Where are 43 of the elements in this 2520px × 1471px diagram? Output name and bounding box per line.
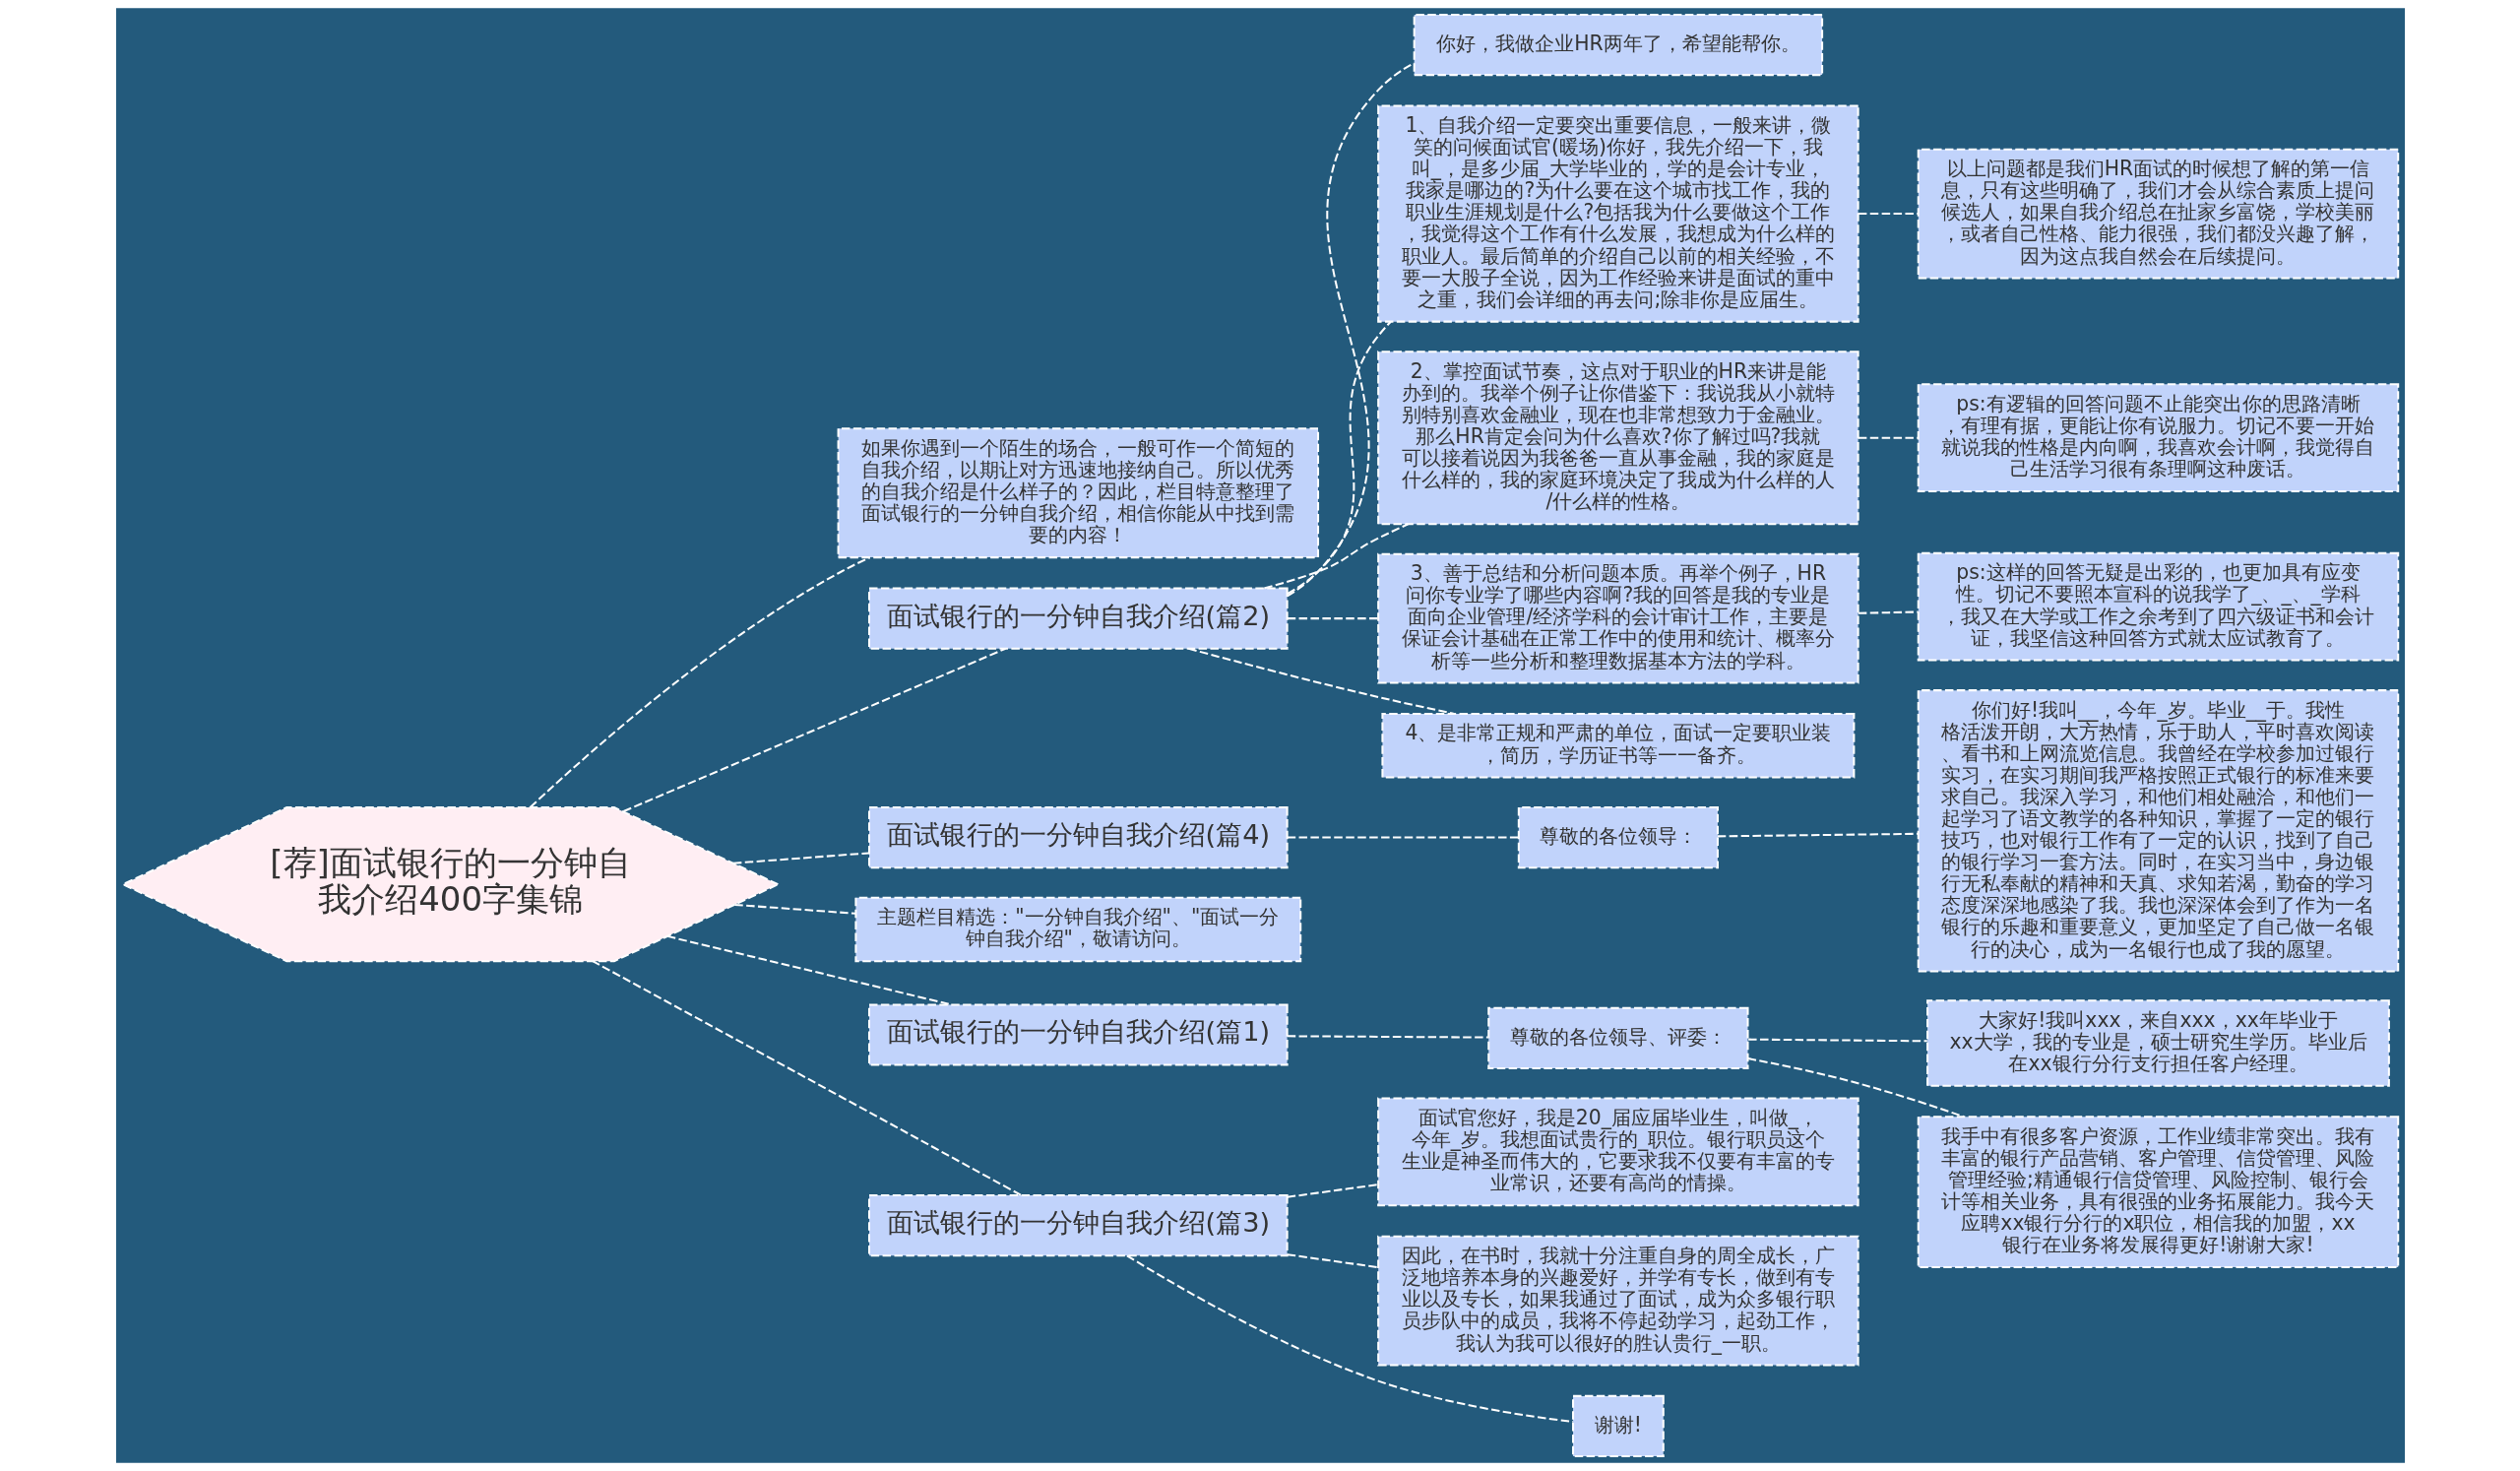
- node-box: 3、善于总结和分析问题本质。再举个例子，HR问你专业学了哪些内容啊?我的回答是我的专业是面向企业管理/经济学科的会计审计工作，主要是保证会计基础在正常工作中的使用和统计、概率分析等一些分析和整理数据基本方法的学科。: [1376, 552, 1859, 684]
- connector: [1287, 836, 1518, 839]
- node-box: 谢谢!: [1571, 1394, 1665, 1458]
- node-box: 面试银行的一分钟自我介绍(篇2): [867, 587, 1289, 650]
- connector: [622, 647, 1006, 812]
- connector: [733, 903, 855, 915]
- connector: [1717, 832, 1918, 838]
- node-box: 尊敬的各位领导、评委：: [1486, 1006, 1749, 1069]
- connector: [1125, 1254, 1573, 1423]
- node-box: 面试银行的一分钟自我介绍(篇3): [867, 1194, 1289, 1257]
- connector: [1286, 62, 1415, 598]
- node-box: 2、掌控面试节奏，这点对于职业的HR来讲是能办到的。我举个例子让你借鉴下：我说我从小就特别特别喜欢金融业，现在也非常想致力于金融业。那么HR肯定会问为什么喜欢?你了解过吗?我就可以接着说因为我爸爸一直从事金融，我的家庭是什么样的，我的家庭环境决定了我成为什么样的人/什么样的性格。: [1376, 351, 1859, 526]
- connector: [529, 556, 870, 808]
- node-box: 主题栏目精选："一分钟自我介绍"、"面试一分钟自我介绍"，敬请访问。: [853, 896, 1301, 963]
- node-box: 尊敬的各位领导：: [1517, 806, 1719, 869]
- connector: [591, 960, 1021, 1196]
- node-box: 你好，我做企业HR两年了，希望能帮你。: [1413, 13, 1823, 77]
- connector: [1287, 617, 1378, 620]
- node-box: 以上问题都是我们HR面试的时候想了解的第一信息，只有这些明确了，我们才会从综合素质上提问候选人，如果自我介绍总在扯家乡富饶，学校美丽，或者自己性格、能力很强，我们都没兴趣了解，因为这点我自然会在后续提问。: [1917, 148, 2399, 280]
- node-box: ps:这样的回答无疑是出彩的，也更加具有应变性。切记不要照本宣科的说我学了_、_、_学科，我又在大学或工作之余考到了四六级证书和会计证，我坚信这种回答方式就太应试教育了。: [1917, 551, 2399, 662]
- node-box: 大家好!我叫xxx，来自xxx，xx年毕业于xx大学，我的专业是，硕士研究生学历。毕业后在xx银行分行支行担任客户经理。: [1925, 999, 2390, 1087]
- connector: [1287, 320, 1392, 595]
- node-box: 面试官您好，我是20_届应届毕业生，叫做_，今年_岁。我想面试贵行的_职位。银行职员这个生业是神圣而伟大的，它要求我不仅要有丰富的专业常识，还要有高尚的情操。: [1376, 1097, 1859, 1207]
- connector: [1747, 1057, 1964, 1119]
- connector: [1287, 1035, 1488, 1039]
- connector: [1747, 1038, 1927, 1043]
- connector: [1287, 1183, 1378, 1198]
- node-box: ps:有逻辑的回答问题不止能突出你的思路清晰，有理有据，更能让你有说服力。切记不要一开始就说我的性格是内向啊，我喜欢会计啊，我觉得自己生活学习很有条理啊这种废话。: [1917, 383, 2399, 493]
- connector: [1287, 1253, 1378, 1269]
- connector: [1263, 523, 1409, 590]
- connector: [666, 934, 952, 1006]
- node-box: 4、是非常正规和严肃的单位，面试一定要职业装，简历，学历证书等一一备齐。: [1380, 712, 1855, 779]
- connector: [1858, 213, 1919, 216]
- connector: [1858, 436, 1919, 439]
- connector: [732, 852, 869, 864]
- node-box: 面试银行的一分钟自我介绍(篇1): [867, 1003, 1289, 1066]
- node-box: 1、自我介绍一定要突出重要信息，一般来讲，微笑的问候面试官(暖场)你好，我先介绍一下，我叫_，是多少届_大学毕业的，学的是会计专业，我家是哪边的?为什么要在这个城市找工作，我的职业生涯规划是什么?包括我为什么要做这个工作，我觉得这个工作有什么发展，我想成为什么样的职业人。最后简单的介绍自己以前的相关经验，不要一大股子全说，因为工作经验来讲是面试的重中之重，我们会详细的再去问;除非你是应届生。: [1376, 104, 1859, 323]
- node-box: 如果你遇到一个陌生的场合，一般可作一个简短的自我介绍，以期让对方迅速地接纳自己。所以优秀的自我介绍是什么样子的？因此，栏目特意整理了面试银行的一分钟自我介绍，相信你能从中找到需要的内容！: [837, 427, 1319, 559]
- connector: [1858, 610, 1919, 614]
- node-box: 因此，在书时，我就十分注重自身的周全成长，广泛地培养本身的兴趣爱好，并学有专长，做到有专业以及专长，如果我通过了面试，成为众多银行职员步队中的成员，我将不停起劲学习，起劲工作，我认为我可以很好的胜认贵行_一职。: [1376, 1235, 1859, 1367]
- node-box: 你们好!我叫__，今年_岁。毕业__于。我性格活泼开朗，大方热情，乐于助人，平时喜欢阅读、看书和上网流览信息。我曾经在学校参加过银行实习，在实习期间我严格按照正式银行的标准来要求自己。我深入学习，和他们相处融洽，和他们一起学习了语文教学的各种知识，掌握了一定的银行技巧，也对银行工作有了一定的认识，找到了自己的银行学习一套方法。同时，在实习当中，身边银行无私奉献的精神和天真、求知若渴，勤奋的学习态度深深地感染了我。我也深深体会到了作为一名银行的乐趣和重要意义，更加坚定了自己做一名银行的决心，成为一名银行也成了我的愿望。: [1917, 689, 2399, 973]
- node-box: 面试银行的一分钟自我介绍(篇4): [867, 806, 1289, 869]
- node-box: 我手中有很多客户资源，工作业绩非常突出。我有丰富的银行产品营销、客户管理、信贷管理、风险管理经验;精通银行信贷管理、风险控制、银行会计等相关业务，具有很强的业务拓展能力。我今天应聘xx银行分行的x职位，相信我的加盟，xx银行在业务将发展得更好!谢谢大家!: [1917, 1116, 2399, 1269]
